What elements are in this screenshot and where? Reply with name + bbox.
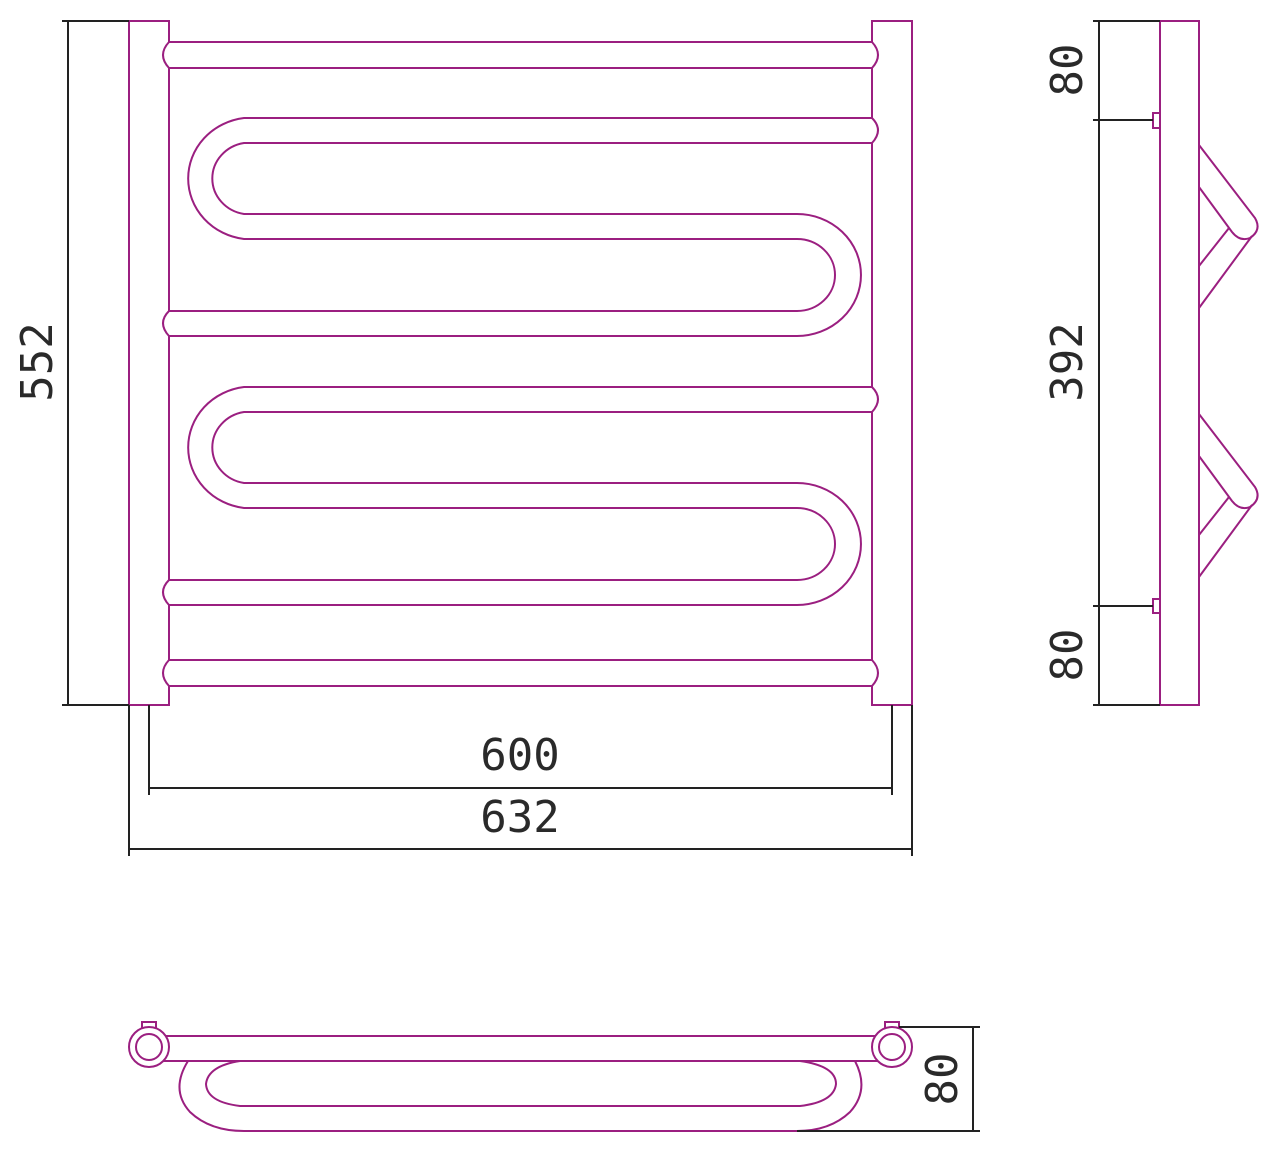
- top-view: [128, 1021, 913, 1132]
- side-view: [1152, 20, 1259, 706]
- serpentine-2: [162, 386, 879, 606]
- center-width-label: 600: [480, 730, 559, 781]
- depth-label: 80: [917, 1053, 968, 1106]
- front-dimensions: 552 600 632: [12, 20, 913, 856]
- front-view: [128, 20, 913, 706]
- side-dimensions: 80 392 80: [1042, 20, 1160, 706]
- top-bar: [148, 1035, 893, 1062]
- top-serpentine-inner: [204, 1060, 838, 1107]
- wall-bracket-top: [1152, 112, 1161, 129]
- top-dimensions: 80: [797, 1026, 980, 1132]
- side-bottom-label: 80: [1042, 629, 1093, 682]
- straight-bar-top: [162, 41, 879, 69]
- right-post: [871, 20, 913, 706]
- wall-bracket-bottom: [1152, 598, 1161, 614]
- side-bend-2: [1198, 413, 1259, 578]
- left-fitting: [128, 1026, 170, 1068]
- side-middle-label: 392: [1042, 322, 1093, 401]
- total-width-label: 632: [480, 792, 559, 843]
- side-top-label: 80: [1042, 44, 1093, 97]
- right-fitting: [871, 1026, 913, 1068]
- side-post: [1159, 20, 1200, 706]
- height-label: 552: [12, 322, 63, 401]
- left-post: [128, 20, 170, 706]
- straight-bar-bottom: [162, 659, 879, 687]
- serpentine-1: [162, 117, 879, 337]
- side-bend-1: [1198, 144, 1259, 309]
